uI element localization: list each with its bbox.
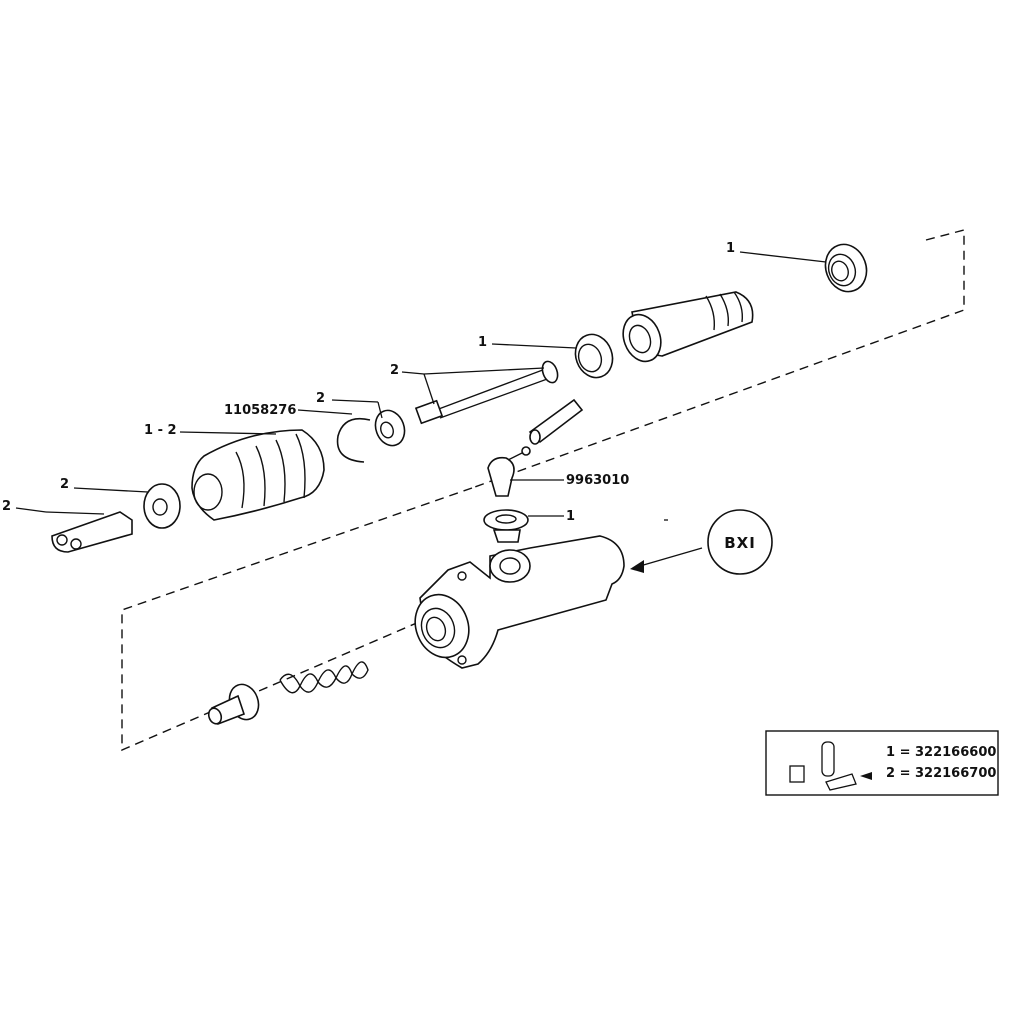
kit-2-part: 322166700 bbox=[915, 766, 996, 781]
label-banjo-part: 9963010 bbox=[566, 473, 629, 488]
label-washer: 2 bbox=[316, 391, 325, 406]
washer bbox=[374, 409, 406, 447]
plunger bbox=[207, 683, 260, 726]
rubber-boot bbox=[191, 429, 325, 521]
cylinder-body bbox=[414, 535, 625, 669]
return-spring bbox=[279, 661, 369, 694]
push-rod bbox=[414, 360, 559, 425]
seal-ring-top bbox=[824, 243, 868, 293]
label-pushrod: 2 bbox=[390, 363, 399, 378]
kit-2-key: 2 = bbox=[886, 766, 910, 781]
clevis bbox=[51, 511, 133, 553]
label-seal-top: 1 bbox=[726, 241, 735, 256]
bxi-callout: BXI bbox=[707, 509, 773, 575]
kit-icon bbox=[789, 741, 872, 791]
kit-1-part: 322166600 bbox=[915, 745, 996, 760]
leader-lines bbox=[15, 251, 827, 573]
seal-ring-mid bbox=[574, 333, 614, 379]
label-inlet-seal: 1 bbox=[566, 509, 575, 524]
spacer-bush bbox=[143, 483, 181, 529]
label-boot: 1 - 2 bbox=[144, 423, 177, 438]
label-spacer: 2 bbox=[60, 477, 69, 492]
kit-1-key: 1 = bbox=[886, 745, 910, 760]
label-seal-mid: 1 bbox=[478, 335, 487, 350]
banjo-fitting bbox=[487, 446, 531, 497]
assembly-boundary bbox=[121, 229, 965, 752]
piston bbox=[622, 291, 754, 363]
kit-legend: 1 = 322166600 2 = 322166700 bbox=[765, 730, 999, 796]
label-clevis: 2 bbox=[2, 499, 11, 514]
label-circlip-part: 11058276 bbox=[224, 403, 296, 418]
inlet-seal bbox=[483, 509, 529, 543]
hose-stub bbox=[528, 398, 584, 445]
bxi-callout-text: BXI bbox=[724, 534, 756, 552]
circlip bbox=[336, 417, 371, 463]
